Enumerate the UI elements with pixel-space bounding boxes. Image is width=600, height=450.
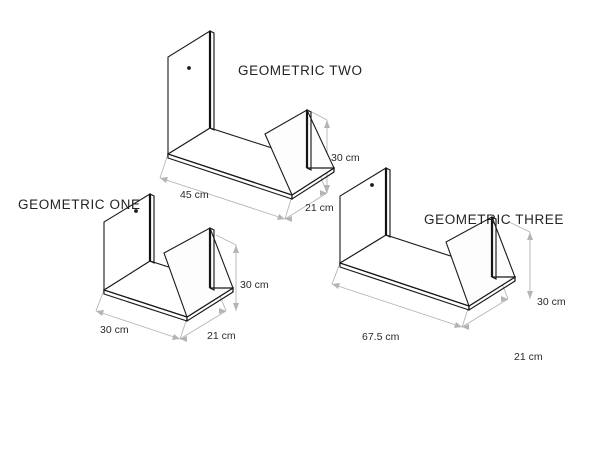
label-geometric-three-height: 30 cm (537, 296, 566, 308)
dimension-geometric-three-height (508, 221, 533, 299)
label-geometric-three-width: 67.5 cm (362, 331, 400, 343)
label-geometric-two-height: 30 cm (331, 152, 360, 164)
dimension-geometric-one-width (95, 289, 188, 340)
right-panel-thickness-one (209, 227, 215, 291)
label-geometric-three-depth: 21 cm (514, 351, 543, 363)
base-fold-line-three (339, 262, 470, 307)
title-geometric-one: GEOMETRIC ONE (18, 197, 141, 212)
right-panel-thickness-two (306, 109, 312, 171)
label-geometric-two-depth: 21 cm (305, 202, 334, 214)
label-geometric-one-depth: 21 cm (207, 330, 236, 342)
label-geometric-two-width: 45 cm (180, 189, 209, 201)
title-geometric-two: GEOMETRIC TWO (238, 63, 363, 78)
label-geometric-one-width: 30 cm (100, 324, 129, 336)
mounting-hole-icon (187, 66, 191, 70)
unit-geometric-two: GEOMETRIC TWO 45 cm 21 cm 30 cm (159, 30, 363, 222)
unit-geometric-one: GEOMETRIC ONE 30 cm 21 cm 30 cm (18, 193, 269, 342)
unit-geometric-three: GEOMETRIC THREE 67.5 cm 21 cm 30 cm (331, 167, 566, 363)
label-geometric-one-height: 30 cm (240, 279, 269, 291)
mounting-hole-icon (370, 183, 374, 187)
dimension-geometric-two-width (159, 153, 293, 220)
mounting-hole-icon (134, 209, 138, 213)
base-fold-line-one (103, 289, 188, 318)
base-fold-line-two (167, 153, 293, 196)
dimension-geometric-one-height (215, 234, 239, 311)
title-geometric-three: GEOMETRIC THREE (424, 212, 564, 227)
right-panel-thickness-three (491, 216, 497, 280)
